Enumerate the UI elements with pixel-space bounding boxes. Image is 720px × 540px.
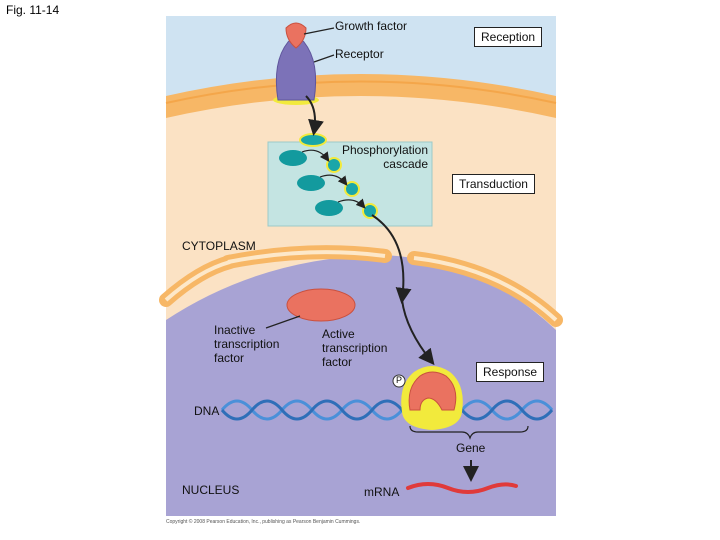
inactive-transcription-factor-label: Inactive transcription factor (214, 323, 280, 365)
gene-bracket (409, 425, 529, 440)
mrna-label: mRNA (364, 485, 400, 499)
kinase-inactive (297, 175, 325, 191)
mrna-strand (406, 482, 518, 494)
signal-arrow-receptor (305, 95, 324, 136)
plasma-membrane (166, 74, 556, 118)
kinase-inactive (279, 150, 307, 166)
figure-label: Fig. 11-14 (6, 3, 60, 17)
gene-label: Gene (456, 441, 486, 455)
copyright-notice: Copyright © 2008 Pearson Education, Inc.… (166, 519, 361, 525)
reception-stage-box: Reception (474, 27, 543, 47)
kinase-active (362, 203, 378, 219)
dna-label: DNA (194, 404, 220, 418)
nucleus-region (166, 255, 556, 516)
active-transcription-factor (408, 371, 457, 411)
kinase-active (299, 133, 327, 147)
transduction-stage-box: Transduction (452, 174, 535, 194)
kinase-active (344, 181, 360, 197)
kinase-active (326, 157, 342, 173)
phosphate-circle (392, 374, 406, 388)
growth-factor-label: Growth factor (335, 19, 408, 33)
response-stage-box: Response (476, 362, 545, 382)
phosphate-label: P (396, 375, 403, 385)
kinase-inactive (315, 200, 343, 216)
signal-arrow-nucleus (401, 299, 435, 366)
dna-helix (220, 399, 554, 421)
phosphorylation-cascade-label: Phosphorylation cascade (341, 143, 428, 171)
nucleus-label: NUCLEUS (182, 483, 240, 497)
cytoplasm-label: CYTOPLASM (182, 239, 256, 253)
receptor-label: Receptor (335, 47, 384, 61)
signal-arrow-cascade (371, 214, 412, 304)
inactive-transcription-factor (286, 288, 356, 322)
active-transcription-factor-label: Active transcription factor (322, 327, 388, 369)
growth-factor (285, 22, 307, 49)
